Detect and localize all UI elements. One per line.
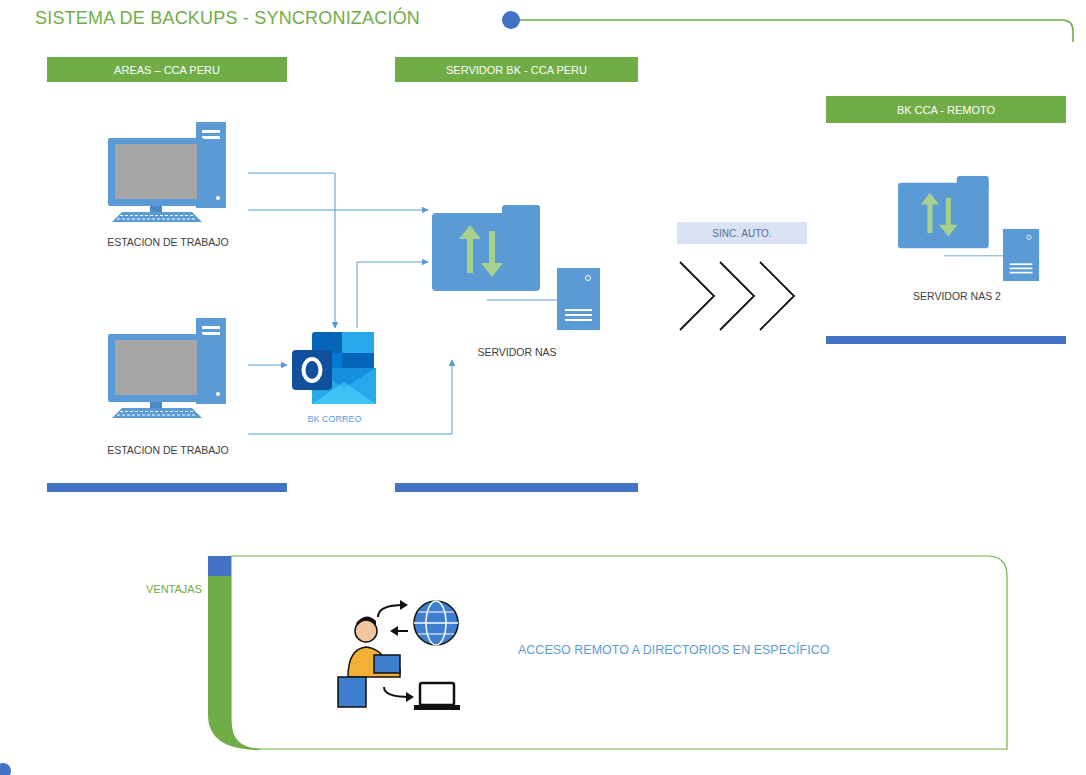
benefits-panel-outline bbox=[414, 622, 458, 624]
nas-icon bbox=[432, 205, 600, 330]
title-dot bbox=[502, 11, 520, 29]
header-text: BK CCA - REMOTO bbox=[897, 104, 995, 116]
column-bar bbox=[395, 483, 638, 492]
panel-heading: VENTAJAS bbox=[146, 583, 202, 595]
benefits-panel-outline bbox=[208, 576, 260, 750]
header-text: SINC. AUTO. bbox=[712, 228, 771, 239]
title-rule bbox=[520, 20, 1073, 42]
benefits-panel-outline bbox=[418, 633, 454, 634]
node-label: ESTACION DE TRABAJO bbox=[107, 236, 229, 248]
benefits-panel-outline bbox=[390, 626, 398, 636]
benefits-panel-outline bbox=[420, 683, 454, 705]
connector bbox=[248, 360, 452, 434]
node-label: SERVIDOR NAS 2 bbox=[913, 290, 1001, 302]
outlook-icon bbox=[292, 332, 376, 404]
workstation-icon bbox=[108, 318, 226, 418]
device-node: ESTACION DE TRABAJO bbox=[88, 120, 248, 252]
header-text: AREAS – CCA PERU bbox=[114, 64, 220, 76]
benefits-panel-outline bbox=[338, 600, 460, 710]
section-header: SERVIDOR BK - CCA PERU bbox=[395, 57, 638, 82]
sync-chevron bbox=[720, 262, 754, 330]
connector bbox=[248, 365, 287, 366]
benefits-panel-outline bbox=[348, 647, 400, 677]
nas-icon bbox=[898, 176, 1039, 281]
benefits-panel-outline bbox=[208, 556, 231, 576]
device-node: ESTACION DE TRABAJO bbox=[88, 315, 248, 460]
device-node: SERVIDOR NAS 2 bbox=[877, 170, 1037, 310]
corner-dot bbox=[0, 763, 11, 775]
benefits-panel-outline bbox=[414, 601, 458, 645]
header-text: SERVIDOR BK - CCA PERU bbox=[446, 64, 587, 76]
section-header: BK CCA - REMOTO bbox=[826, 96, 1066, 123]
section-header: AREAS – CCA PERU bbox=[47, 57, 287, 82]
benefits-panel-outline bbox=[414, 705, 460, 710]
workstation-icon bbox=[108, 122, 226, 222]
benefits-panel-outline bbox=[374, 655, 400, 673]
benefits-panel-outline bbox=[338, 677, 366, 707]
sync-chevron bbox=[680, 262, 714, 330]
connector bbox=[248, 210, 428, 211]
benefits-panel-outline bbox=[406, 692, 414, 702]
benefits-panel-outline bbox=[400, 600, 408, 610]
diagram-title: SISTEMA DE BACKUPS - SYNCRONIZACIÓN bbox=[35, 8, 420, 29]
connector bbox=[248, 173, 335, 328]
node-label: SERVIDOR NAS bbox=[477, 346, 556, 358]
column-bar bbox=[826, 336, 1066, 344]
device-node: BK CORREO bbox=[287, 328, 382, 428]
benefits-panel-outline bbox=[418, 611, 454, 612]
outlook-icon bbox=[292, 350, 332, 390]
benefits-panel-outline bbox=[356, 616, 376, 625]
benefits-panel-outline bbox=[231, 556, 1007, 749]
device-node: SERVIDOR NAS bbox=[428, 200, 606, 360]
node-label: BK CORREO bbox=[307, 414, 361, 424]
benefits-panel: VENTAJASACCESO REMOTO A DIRECTORIOS EN E… bbox=[208, 555, 1008, 751]
sync-chevron bbox=[760, 262, 794, 330]
panel-text: ACCESO REMOTO A DIRECTORIOS EN ESPECÍFIC… bbox=[518, 643, 829, 657]
sync-label-box: SINC. AUTO. bbox=[677, 222, 807, 244]
connector bbox=[357, 262, 428, 328]
node-label: ESTACION DE TRABAJO bbox=[107, 444, 229, 456]
outlook-icon bbox=[304, 359, 321, 381]
outlook-icon bbox=[342, 332, 374, 353]
column-bar bbox=[47, 483, 287, 492]
